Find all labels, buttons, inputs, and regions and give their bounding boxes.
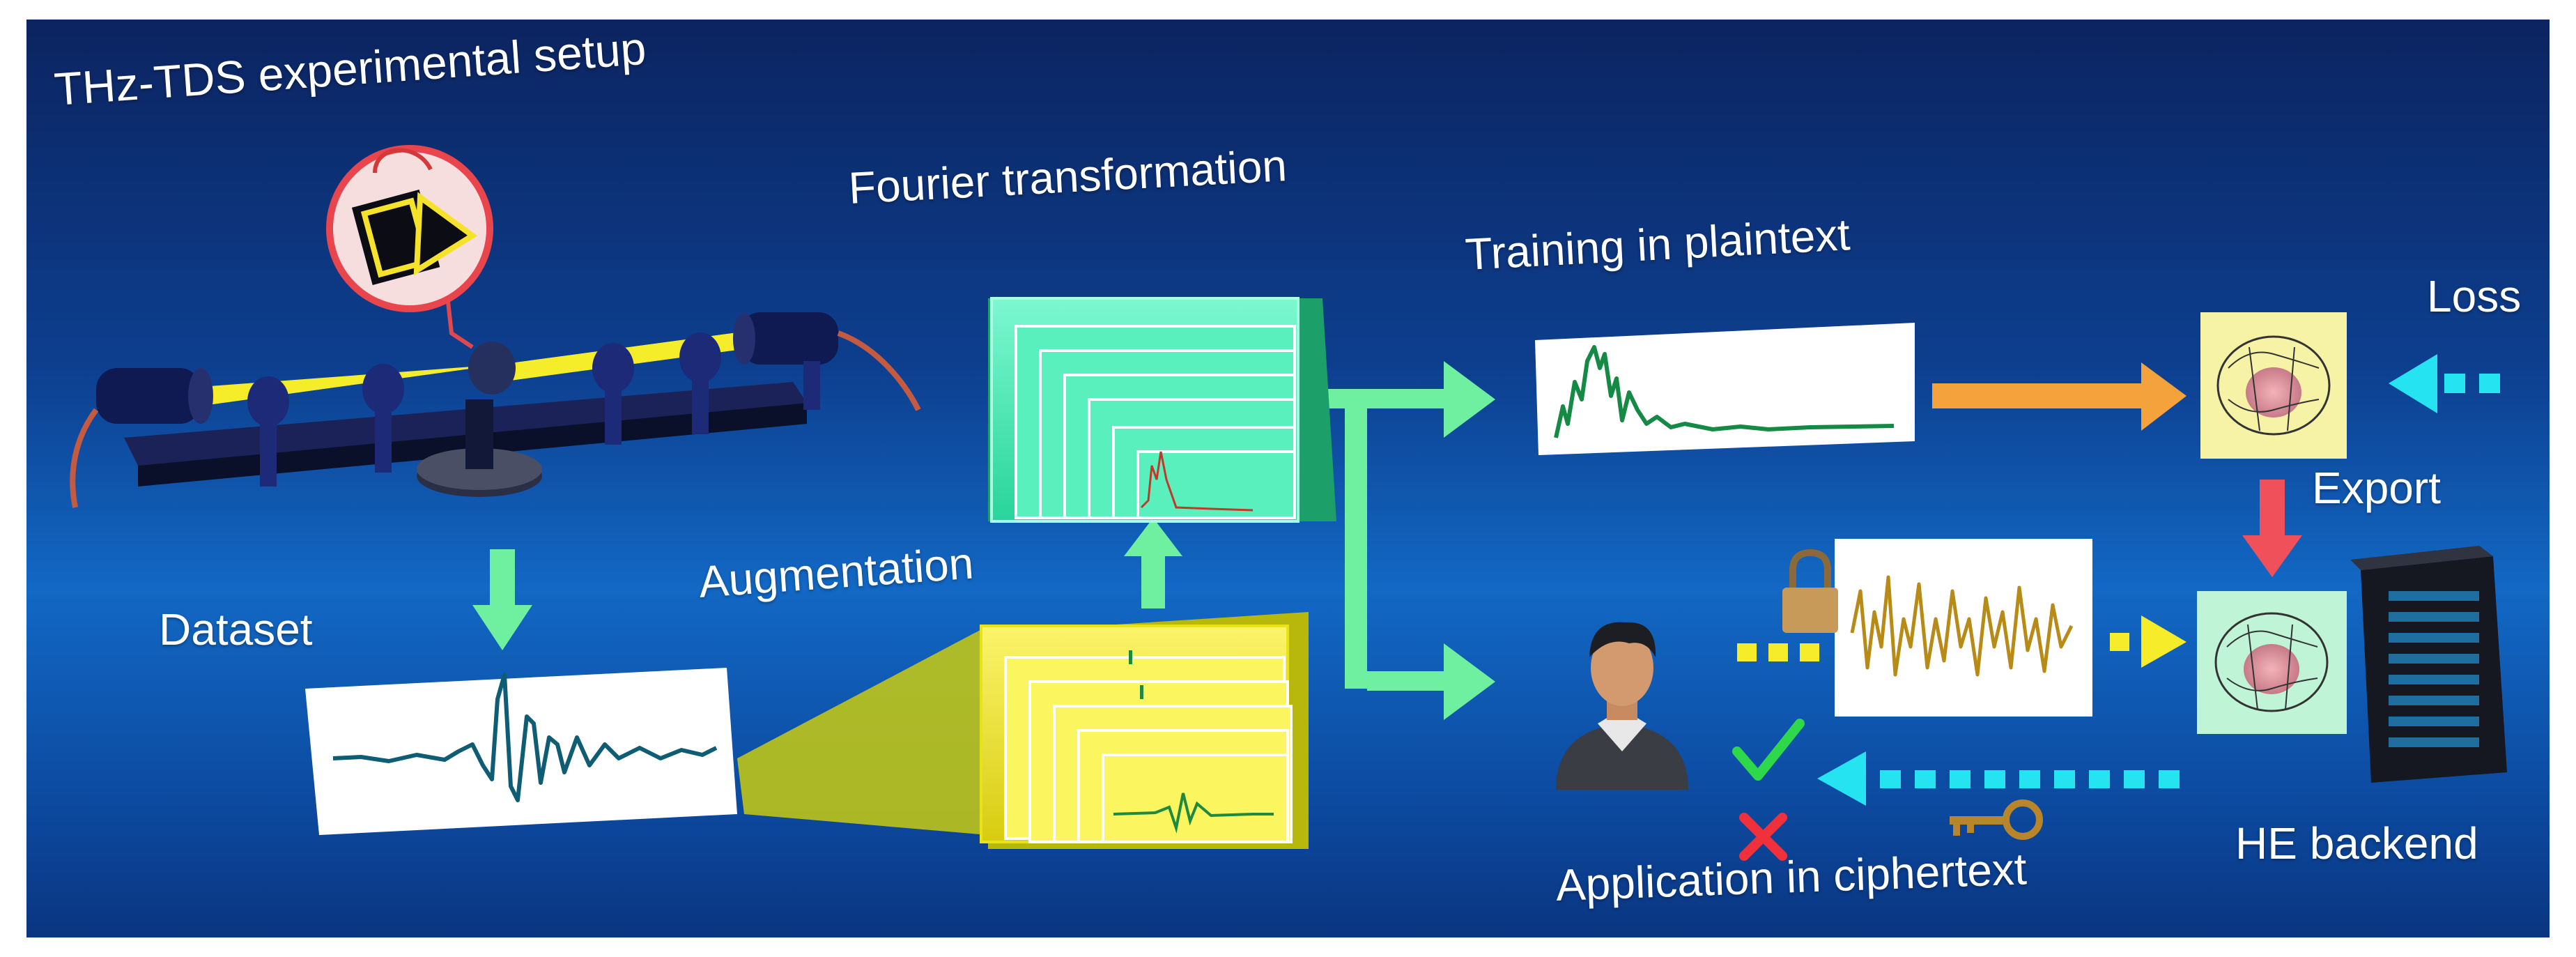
export-arrow — [2242, 480, 2302, 577]
loss-label: Loss — [2427, 271, 2522, 321]
cipher-result-arrow — [1817, 751, 2180, 806]
check-mark-icon — [1732, 719, 1805, 781]
cipher-input-arrow — [1737, 615, 2186, 668]
export-label: Export — [2312, 463, 2441, 513]
augmentation-stack — [737, 612, 1309, 849]
server-rack-icon — [2350, 546, 2507, 783]
diagram-panel: THz-TDS experimental setup Dataset Augme… — [26, 20, 2550, 937]
trained-model-card — [2200, 312, 2347, 459]
cross-mark-icon — [1739, 813, 1787, 861]
pipeline-diagram — [70, 145, 2507, 861]
dataset-waveform-card — [305, 668, 737, 835]
dataset-label: Dataset — [159, 604, 313, 654]
fourier-transform-stack — [988, 297, 1336, 523]
backend-label: HE backend — [2235, 818, 2478, 868]
flow-arrows — [472, 361, 1495, 720]
loss-arrow — [2389, 354, 2500, 413]
encrypted-signal-card — [1835, 539, 2092, 717]
deployed-model-card — [2197, 591, 2347, 734]
key-icon — [1950, 799, 2043, 840]
training-to-model-arrow — [1932, 362, 2186, 431]
thz-optical-bench-icon — [70, 145, 921, 508]
training-spectrum-card — [1535, 323, 1915, 455]
user-avatar-icon — [1556, 622, 1688, 790]
padlock-icon — [1782, 549, 1838, 633]
